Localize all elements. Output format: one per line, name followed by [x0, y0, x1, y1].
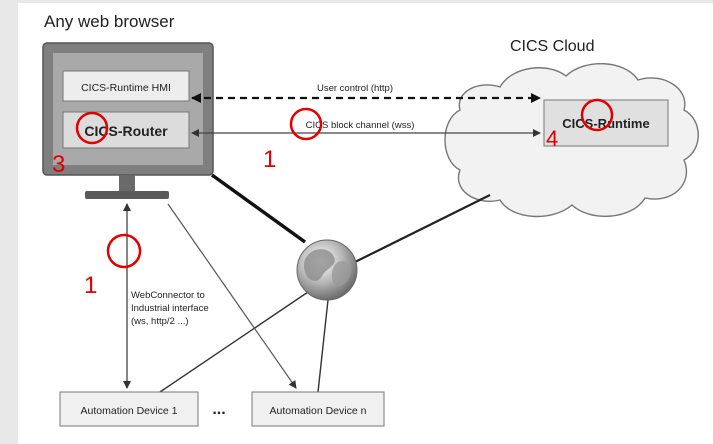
- device-1-label: Automation Device 1: [81, 405, 178, 417]
- devicen-internet-link: [317, 299, 329, 393]
- marker-1-top: 1: [263, 146, 276, 173]
- annotation-circle-block-channel: [289, 107, 323, 141]
- router-label: CICS-Router: [84, 123, 168, 139]
- annotation-circle-runtime: [580, 98, 614, 132]
- device-n-box: [251, 391, 385, 427]
- browser-title: Any web browser: [44, 12, 175, 31]
- device1-internet-link: [159, 291, 309, 393]
- ellipsis: ...: [212, 401, 225, 418]
- annotation-circle-router: [75, 111, 109, 145]
- block-channel-label: CICS block channel (wss): [306, 120, 415, 131]
- annotation-circle-webconnector: [106, 233, 142, 269]
- runtime-label: CICS-Runtime: [562, 116, 649, 131]
- monitor-internet-link: [210, 173, 307, 244]
- cloud-title: CICS Cloud: [510, 38, 594, 55]
- webconnector-line-1: WebConnector to: [131, 290, 205, 301]
- cloud-internet-link: [354, 194, 491, 263]
- marker-1-left: 1: [84, 272, 97, 299]
- globe-icon: [296, 239, 358, 301]
- device-n-label: Automation Device n: [270, 405, 367, 417]
- red-annotations: [75, 98, 614, 269]
- webconnector-line-3: (ws, http/2 ...): [131, 316, 189, 327]
- runtime-box: [543, 99, 669, 147]
- marker-4: 4: [546, 126, 558, 151]
- marker-3: 3: [52, 151, 65, 178]
- router-devicen-arrow: [167, 203, 297, 389]
- user-control-label: User control (http): [317, 83, 393, 94]
- hmi-box: [62, 70, 190, 102]
- webconnector-line-2: Industrial interface: [131, 303, 209, 314]
- device-1-box: [59, 391, 199, 427]
- hmi-label: CICS-Runtime HMI: [81, 82, 171, 94]
